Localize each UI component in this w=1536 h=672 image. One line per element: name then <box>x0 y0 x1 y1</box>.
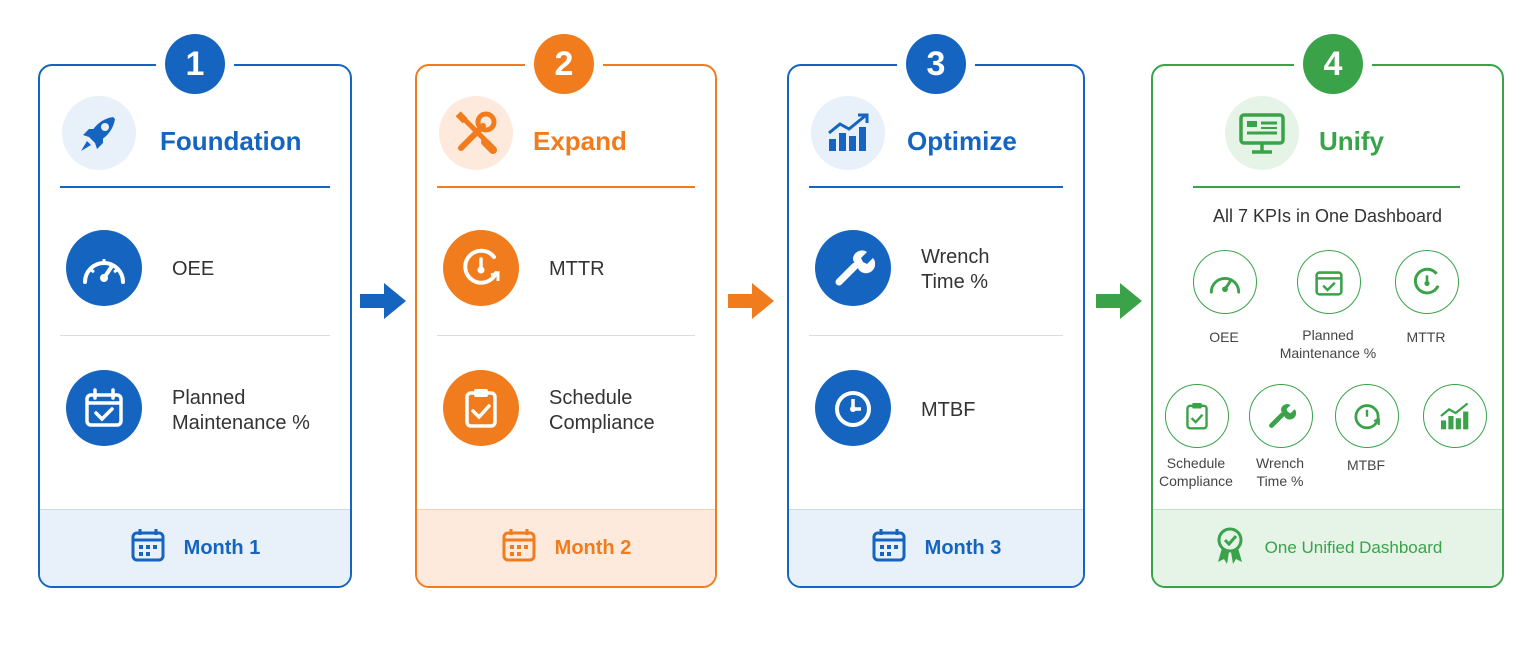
chart-growth-icon <box>1423 384 1487 448</box>
clipboard-check-icon <box>443 370 519 446</box>
step-1-footer-label: Month 1 <box>183 536 261 559</box>
step-3-header-rule <box>809 186 1063 188</box>
mini-label-oee: OEE <box>1209 329 1239 345</box>
kpi-divider <box>809 335 1063 336</box>
step-4-card: Unify All 7 KPIs in One Dashboard OEE Pl… <box>1151 64 1504 588</box>
mini-label-mtbf: MTBF <box>1346 457 1386 473</box>
kpi-label-schedule-compliance: Schedule Compliance <box>549 387 655 434</box>
step-4-footer-label: One Unified Dashboard <box>1264 538 1443 557</box>
step-4-header-rule <box>1193 186 1460 188</box>
step-2-card: Expand MTTR Schedule Compliance Month 2 <box>415 64 717 588</box>
step-1-badge: 1 <box>165 34 225 94</box>
step-1-header-rule <box>60 186 330 188</box>
step-4-subtitle: All 7 KPIs in One Dashboard <box>1212 206 1443 226</box>
step-1-card: Foundation OEE Planned Maintenance % Mon… <box>38 64 352 588</box>
step-3-badge: 3 <box>906 34 966 94</box>
step-1-title: Foundation <box>160 126 302 156</box>
chart-growth-icon <box>811 96 885 170</box>
step-2-header-rule <box>437 186 695 188</box>
step-4-footer: One Unified Dashboard <box>1153 509 1502 586</box>
step-3-footer: Month 3 <box>789 509 1083 586</box>
kpi-divider <box>60 335 330 336</box>
kpi-divider <box>437 335 695 336</box>
calendar-icon <box>130 527 166 569</box>
step-3-title: Optimize <box>907 126 1017 156</box>
kpi-label-oee: OEE <box>172 258 215 280</box>
calendar-check-icon <box>1297 250 1361 314</box>
step-3-card: Optimize Wrench Time % MTBF Month 3 <box>787 64 1085 588</box>
calendar-check-icon <box>66 370 142 446</box>
arrow-right-icon <box>1094 280 1144 327</box>
wrench-icon <box>815 230 891 306</box>
gauge-icon <box>1193 250 1257 314</box>
clock-refresh-icon <box>443 230 519 306</box>
mini-label-wrench-time: Wrench Time % <box>1256 455 1304 489</box>
clipboard-check-icon <box>1165 384 1229 448</box>
arrow-right-icon <box>726 280 776 327</box>
step-1-footer: Month 1 <box>40 509 350 586</box>
kpi-label-planned-maintenance: Planned Maintenance % <box>172 387 310 434</box>
monitor-dashboard-icon <box>1225 96 1299 170</box>
calendar-icon <box>501 527 537 569</box>
gauge-icon <box>66 230 142 306</box>
step-4-title: Unify <box>1319 126 1384 156</box>
tools-icon <box>439 96 513 170</box>
clock-refresh-icon <box>1395 250 1459 314</box>
kpi-label-mttr: MTTR <box>549 258 605 280</box>
step-2-footer: Month 2 <box>417 509 715 586</box>
rocket-icon <box>62 96 136 170</box>
step-2-footer-label: Month 2 <box>554 536 632 559</box>
step-2-badge: 2 <box>534 34 594 94</box>
arrow-right-icon <box>358 280 408 327</box>
mini-label-planned-maintenance: Planned Maintenance % <box>1279 327 1377 361</box>
mini-label-mttr: MTTR <box>1406 329 1446 345</box>
step-3-footer-label: Month 3 <box>924 536 1002 559</box>
calendar-icon <box>871 527 907 569</box>
kpi-label-mtbf: MTBF <box>921 399 976 421</box>
timer-icon <box>815 370 891 446</box>
step-2-title: Expand <box>533 126 627 156</box>
wrench-icon <box>1249 384 1313 448</box>
step-4-badge: 4 <box>1303 34 1363 94</box>
timer-icon <box>1335 384 1399 448</box>
award-ribbon-icon <box>1213 526 1247 571</box>
mini-label-schedule-compliance: Schedule Compliance <box>1159 455 1233 489</box>
kpi-label-wrench-time: Wrench Time % <box>921 246 990 293</box>
